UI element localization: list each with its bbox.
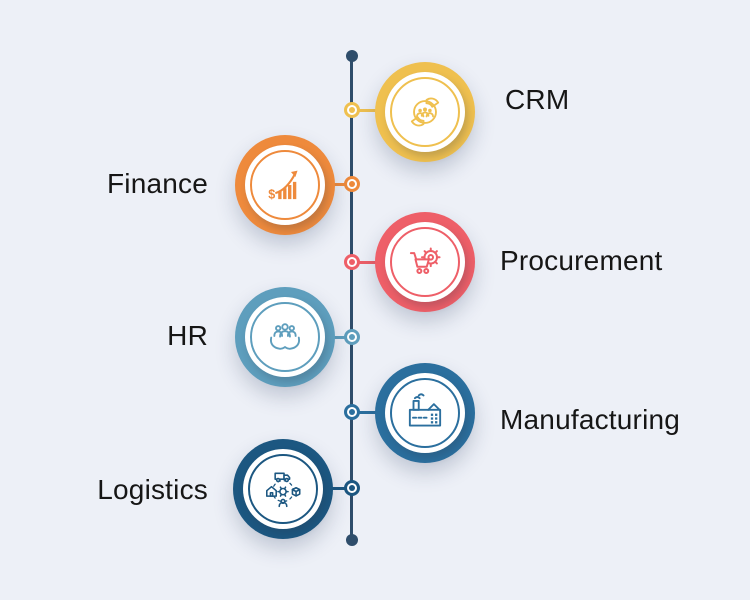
hr-badge <box>235 287 335 387</box>
connector-line <box>331 183 353 186</box>
procurement-badge <box>375 212 475 312</box>
supply-chain-cycle-icon <box>266 472 301 508</box>
logistics-badge <box>233 439 333 539</box>
connector-dot <box>344 176 360 192</box>
node-label-procurement: Procurement <box>500 245 663 276</box>
growth-chart-icon: $ <box>268 170 298 202</box>
connector-dot <box>344 102 360 118</box>
connector-dot <box>344 254 360 270</box>
svg-text:$: $ <box>268 188 275 202</box>
badge-ring: $ <box>250 150 320 220</box>
timeline-line <box>350 56 353 540</box>
customer-hands-icon <box>410 97 440 127</box>
node-label-hr: HR <box>167 320 208 351</box>
crm-badge <box>375 62 475 162</box>
cart-gear-icon <box>409 247 441 274</box>
hands-people-icon <box>269 323 301 350</box>
node-label-crm: CRM <box>505 84 570 115</box>
badge-ring <box>390 227 460 297</box>
badge-ring <box>390 77 460 147</box>
node-label-logistics: Logistics <box>97 474 208 505</box>
connector-line <box>331 487 354 490</box>
node-label-finance: Finance <box>106 168 208 199</box>
connector-dot <box>344 404 360 420</box>
connector-line <box>352 261 378 264</box>
connector-line <box>352 109 378 112</box>
connector-dot <box>344 480 360 496</box>
badge-ring <box>250 302 320 372</box>
connector-line <box>352 411 378 414</box>
node-label-manufacturing: Manufacturing <box>500 404 681 435</box>
connector-line <box>331 336 353 339</box>
badge-ring <box>248 454 318 524</box>
finance-badge: $ <box>235 135 335 235</box>
connector-dot <box>344 329 360 345</box>
badge-ring <box>390 378 460 448</box>
manufacturing-badge <box>375 363 475 463</box>
factory-icon <box>408 393 442 427</box>
timeline-end-dot <box>346 534 358 546</box>
timeline-start-dot <box>346 50 358 62</box>
